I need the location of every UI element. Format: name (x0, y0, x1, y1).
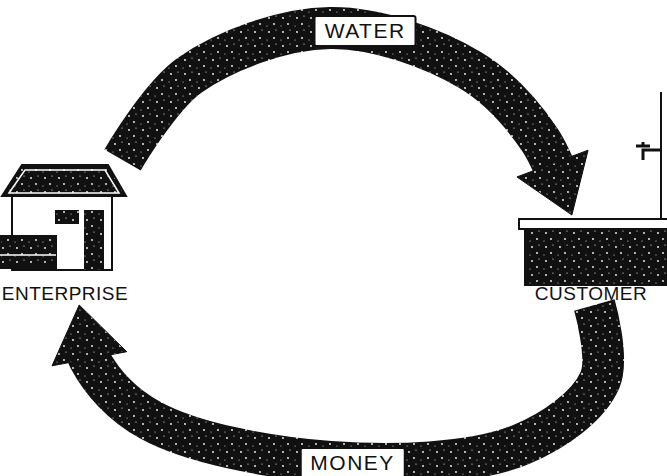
house-annex (0, 236, 56, 268)
house-door (84, 210, 104, 270)
arrow-head (52, 305, 127, 366)
house-window (55, 210, 79, 224)
arrow-head (517, 150, 588, 215)
flow-label: WATER (314, 15, 417, 47)
flow-arrow (123, 28, 589, 215)
roof-trim (9, 170, 119, 193)
water-tap (636, 142, 661, 160)
house-roof (2, 165, 126, 196)
tank-lid (519, 219, 667, 229)
flow-band (123, 28, 572, 215)
water-tank (525, 229, 667, 285)
flow-band (79, 305, 603, 464)
water-pipe (660, 92, 662, 218)
node-label: ENTERPRISE (0, 283, 130, 305)
enterprise-node: ENTERPRISE (0, 160, 130, 305)
annex-line (0, 254, 56, 256)
customer-node: CUSTOMER (515, 215, 667, 305)
flow-label: MONEY (299, 447, 406, 476)
node-label: CUSTOMER (515, 283, 667, 305)
flow-arrow (52, 305, 603, 464)
